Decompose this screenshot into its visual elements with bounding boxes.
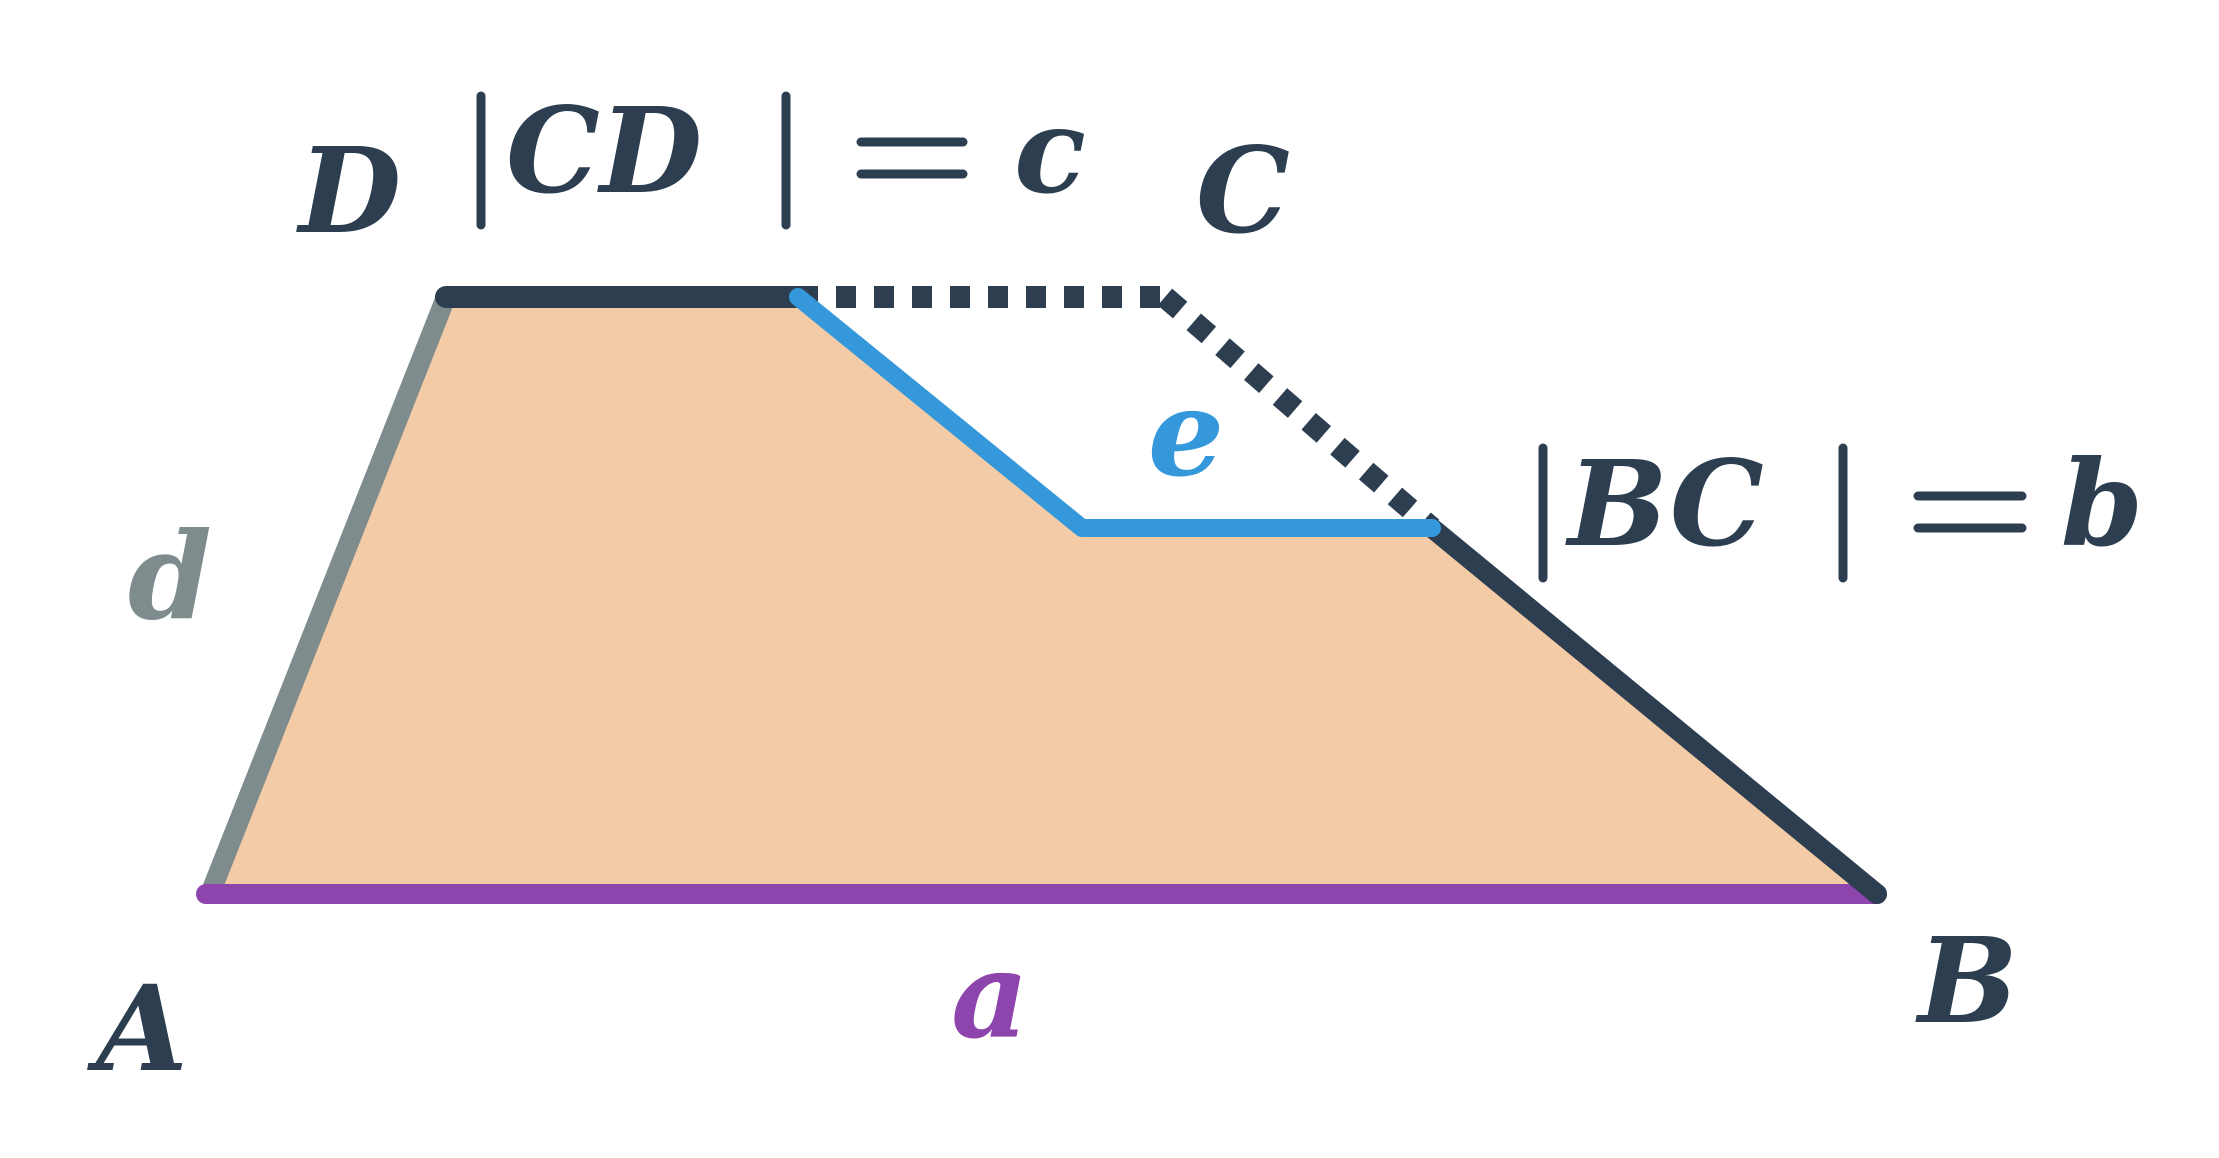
equation-cd-length: CD c	[476, 81, 1086, 230]
equation-bc-value: b	[2061, 434, 2144, 573]
dotted-missing-corner	[798, 286, 1440, 537]
equation-bc-segment: BC	[1565, 434, 1764, 573]
side-label-d: d	[128, 506, 212, 647]
side-bc-line	[1422, 518, 1887, 904]
side-d-line	[200, 287, 456, 904]
side-e-polyline	[789, 288, 1441, 537]
side-label-e: e	[1148, 363, 1224, 504]
vertex-label-c: C	[1196, 121, 1290, 260]
equation-cd-value: c	[1014, 81, 1086, 220]
side-label-a: a	[951, 925, 1029, 1066]
vertex-label-a: A	[86, 959, 188, 1098]
equation-bc-length: BC b	[1538, 434, 2144, 583]
trapezoid-fill-region	[210, 297, 1877, 894]
vertex-label-d: D	[296, 121, 401, 260]
equation-cd-segment: CD	[506, 81, 702, 220]
equals-sign	[1913, 491, 2027, 533]
equals-sign	[856, 137, 968, 179]
vertex-label-b: B	[1915, 911, 2018, 1050]
